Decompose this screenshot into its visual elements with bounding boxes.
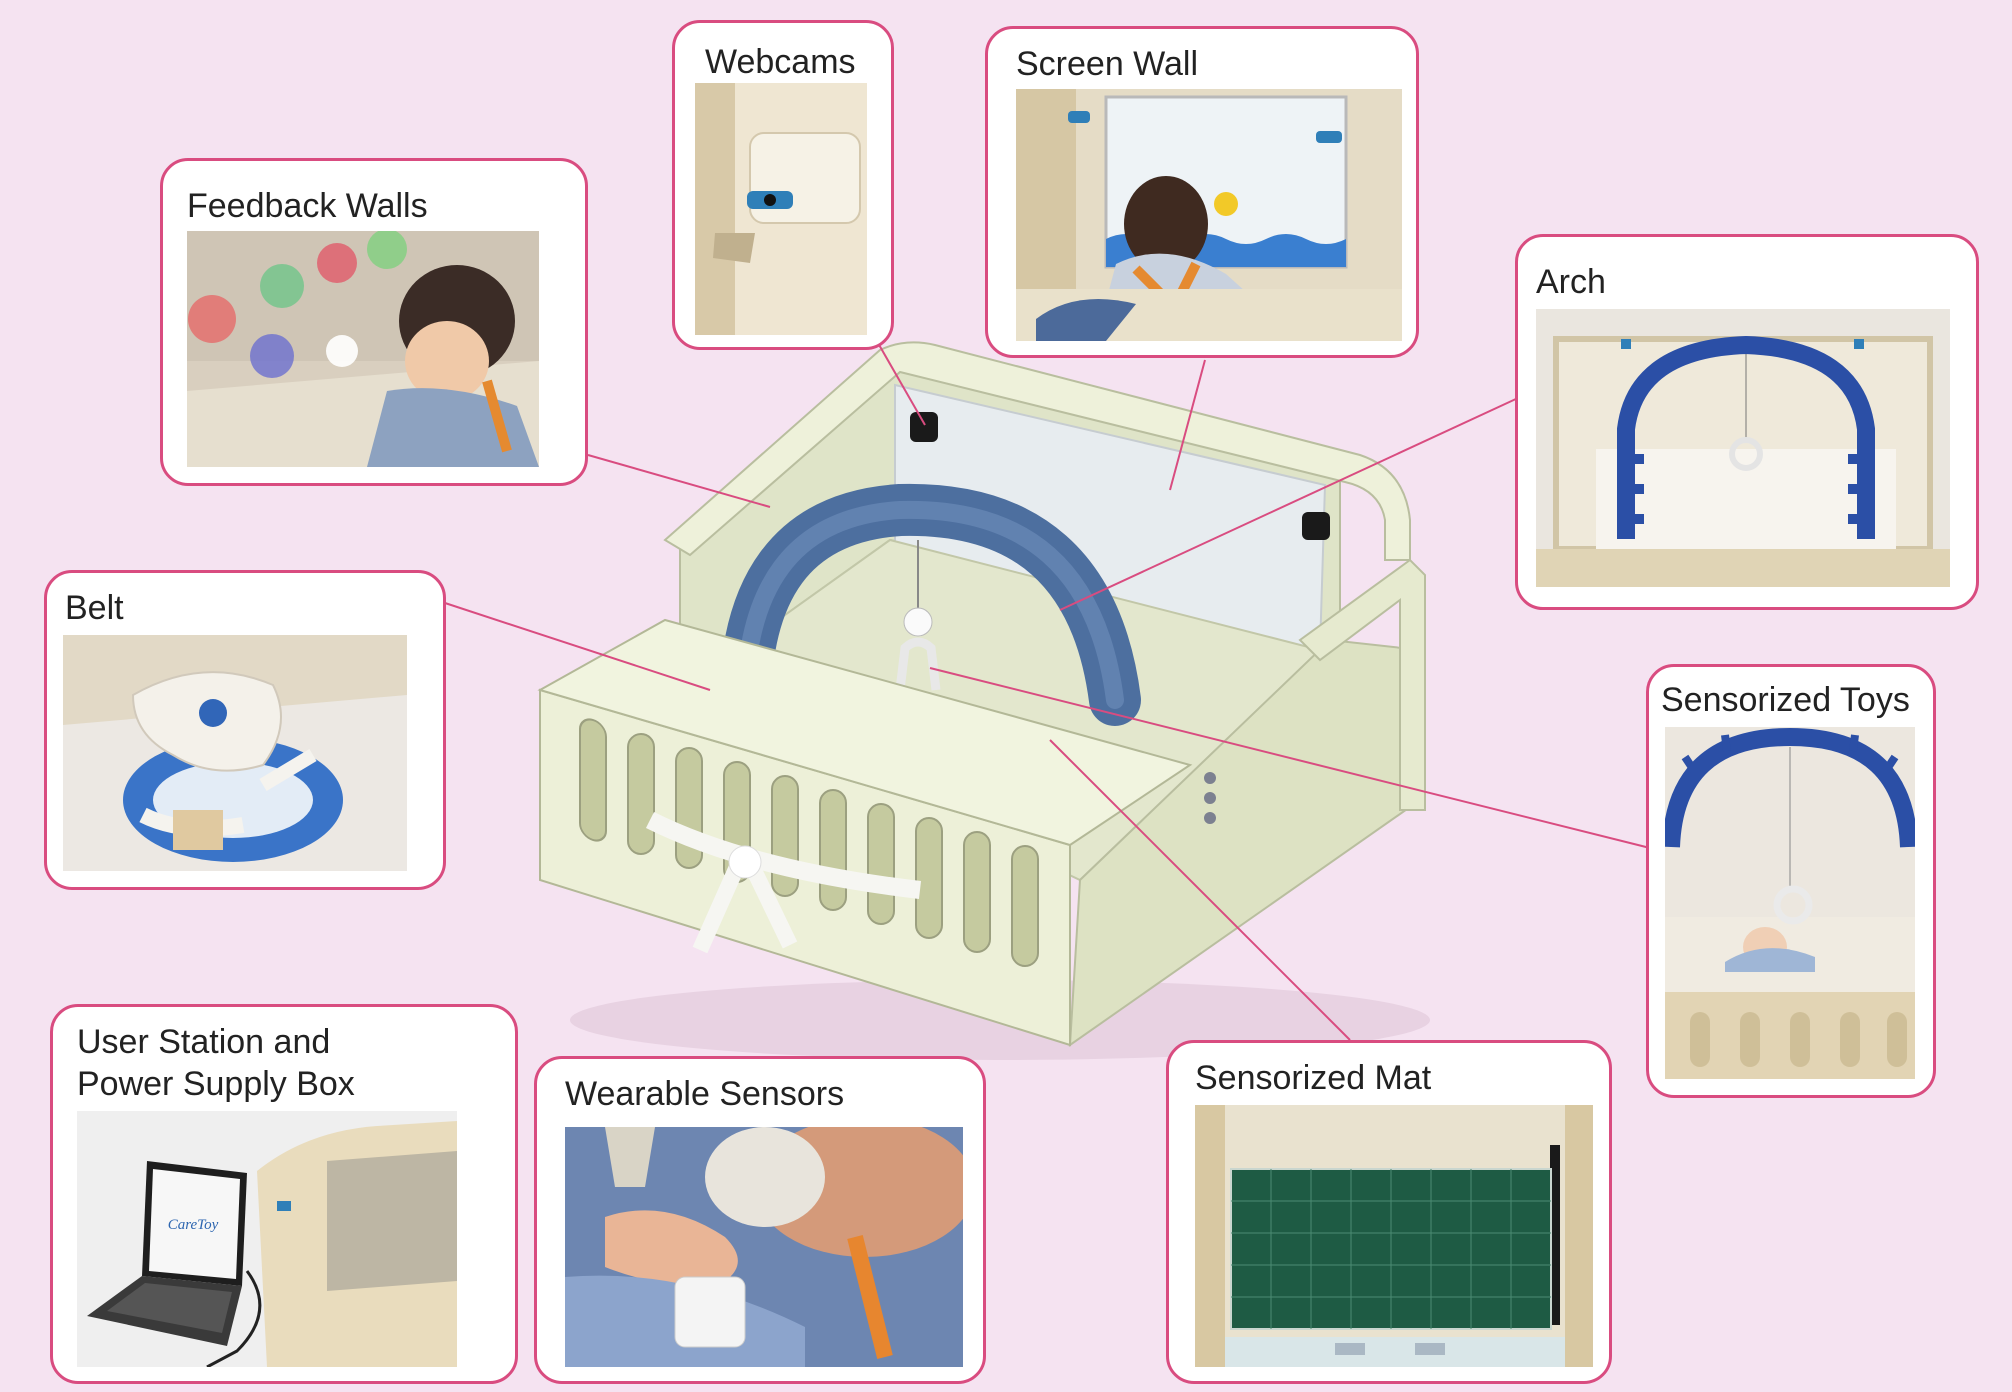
photo-webcams [695,83,867,335]
photo-feedback-walls [187,231,539,467]
photo-arch [1536,309,1950,587]
photo-sensorized-mat [1195,1105,1593,1367]
callout-screen-wall: Screen Wall [985,26,1419,358]
callout-webcams: Webcams [672,20,894,350]
callout-title: Webcams [705,43,856,81]
callout-title: Wearable Sensors [565,1075,845,1113]
callout-title: Screen Wall [1016,45,1199,83]
laptop-logo: CareToy [168,1217,219,1233]
callout-user-station: User Station and Power Supply Box CareTo… [50,1004,518,1384]
photo-wearable-sensors [565,1127,963,1367]
baby-hand [605,1210,738,1287]
callout-feedback-walls: Feedback Walls [160,158,588,486]
callout-title: Arch [1536,263,1606,301]
photo-screen-wall [1016,89,1402,341]
callout-title: Sensorized Mat [1195,1059,1432,1097]
callout-belt: Belt [44,570,446,890]
callout-title-line1: User Station and [77,1023,331,1061]
crib-ribbon [645,811,922,899]
callout-sensorized-mat: Sensorized Mat [1166,1040,1612,1384]
callout-title: Sensorized Toys [1661,681,1910,719]
photo-user-station: CareToy [77,1111,457,1367]
callout-title: Belt [65,589,124,627]
photo-sensorized-toys [1665,727,1915,1079]
callout-title-line2: Power Supply Box [77,1065,355,1103]
callout-arch: Arch [1515,234,1979,610]
callout-wearable-sensors: Wearable Sensors [534,1056,986,1384]
webcam-right [1302,512,1330,540]
photo-belt [63,635,407,871]
webcam-left [910,412,938,442]
callout-sensorized-toys: Sensorized Toys [1646,664,1936,1098]
crib-toy [895,637,941,691]
callout-title: Feedback Walls [187,187,428,225]
